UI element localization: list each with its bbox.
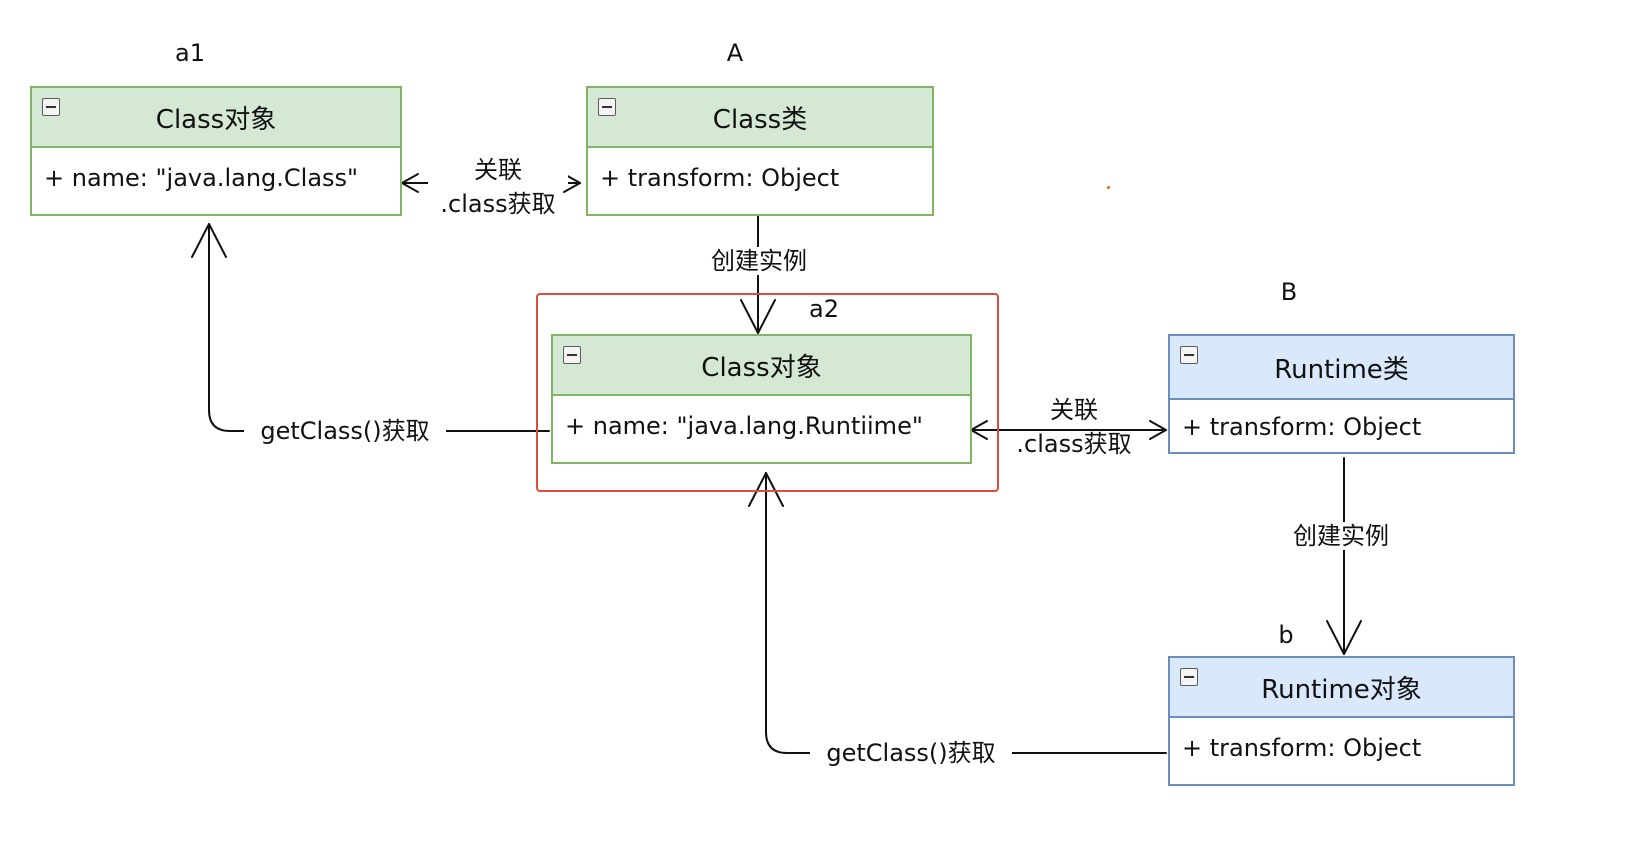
class-title: Runtime对象	[1261, 674, 1422, 705]
class-header: Class对象	[32, 88, 400, 148]
class-box-A[interactable]: Class类 + transform: Object	[586, 86, 934, 216]
edge-create-B-b	[1326, 457, 1362, 655]
arrowhead-down-icon	[740, 299, 776, 334]
class-header: Class对象	[553, 336, 970, 396]
collapse-icon[interactable]	[598, 98, 616, 116]
arrowhead-right-icon	[563, 173, 581, 193]
edge-label-association-line2: .class获取	[440, 190, 556, 218]
edge-line	[765, 472, 1167, 754]
class-field: + transform: Object	[1182, 734, 1422, 762]
class-field: + transform: Object	[600, 164, 840, 192]
class-box-B[interactable]: Runtime类 + transform: Object	[1168, 334, 1515, 454]
class-header: Runtime对象	[1170, 658, 1513, 718]
node-name-A: A	[726, 39, 744, 67]
node-name-b: b	[1278, 621, 1294, 649]
arrowhead-down-icon	[1326, 620, 1362, 655]
class-header: Class类	[588, 88, 932, 148]
collapse-icon[interactable]	[1180, 346, 1198, 364]
edge-label-create-instance: 创建实例	[1276, 522, 1406, 550]
class-title: Runtime类	[1274, 354, 1409, 385]
class-title: Class类	[712, 104, 808, 135]
class-header: Runtime类	[1170, 336, 1513, 400]
class-box-b[interactable]: Runtime对象 + transform: Object	[1168, 656, 1515, 786]
edge-label-association-line2: .class获取	[1016, 430, 1132, 458]
collapse-icon[interactable]	[563, 346, 581, 364]
arrowhead-left-icon	[401, 173, 419, 193]
node-name-a2: a2	[809, 295, 839, 323]
node-name-B: B	[1280, 278, 1298, 306]
edge-label-association-line1: 关联	[428, 156, 568, 184]
edge-label-getclass: getClass()获取	[810, 739, 1012, 767]
edge-label-association-line1: 关联	[1004, 396, 1144, 424]
highlight-frame	[536, 293, 999, 492]
edge-getclass-b-a2	[748, 472, 1167, 754]
edge-line	[208, 223, 550, 432]
class-box-a1[interactable]: Class对象 + name: "java.lang.Class"	[30, 86, 402, 216]
arrowhead-up-icon	[191, 223, 227, 258]
edge-label-getclass: getClass()获取	[244, 417, 446, 445]
arrowhead-up-icon	[748, 472, 784, 507]
class-field: + transform: Object	[1182, 413, 1422, 441]
class-field: + name: "java.lang.Runtiime"	[565, 412, 923, 440]
stray-dot	[1107, 186, 1110, 189]
edge-getclass-a2-a1	[191, 223, 550, 432]
edge-label-create-instance: 创建实例	[694, 247, 824, 275]
class-title: Class对象	[701, 352, 822, 383]
class-box-a2[interactable]: Class对象 + name: "java.lang.Runtiime"	[551, 334, 972, 464]
collapse-icon[interactable]	[1180, 668, 1198, 686]
class-field: + name: "java.lang.Class"	[44, 164, 359, 192]
collapse-icon[interactable]	[42, 98, 60, 116]
node-name-a1: a1	[175, 39, 205, 67]
arrowhead-right-icon	[1149, 420, 1167, 440]
class-title: Class对象	[155, 104, 277, 135]
